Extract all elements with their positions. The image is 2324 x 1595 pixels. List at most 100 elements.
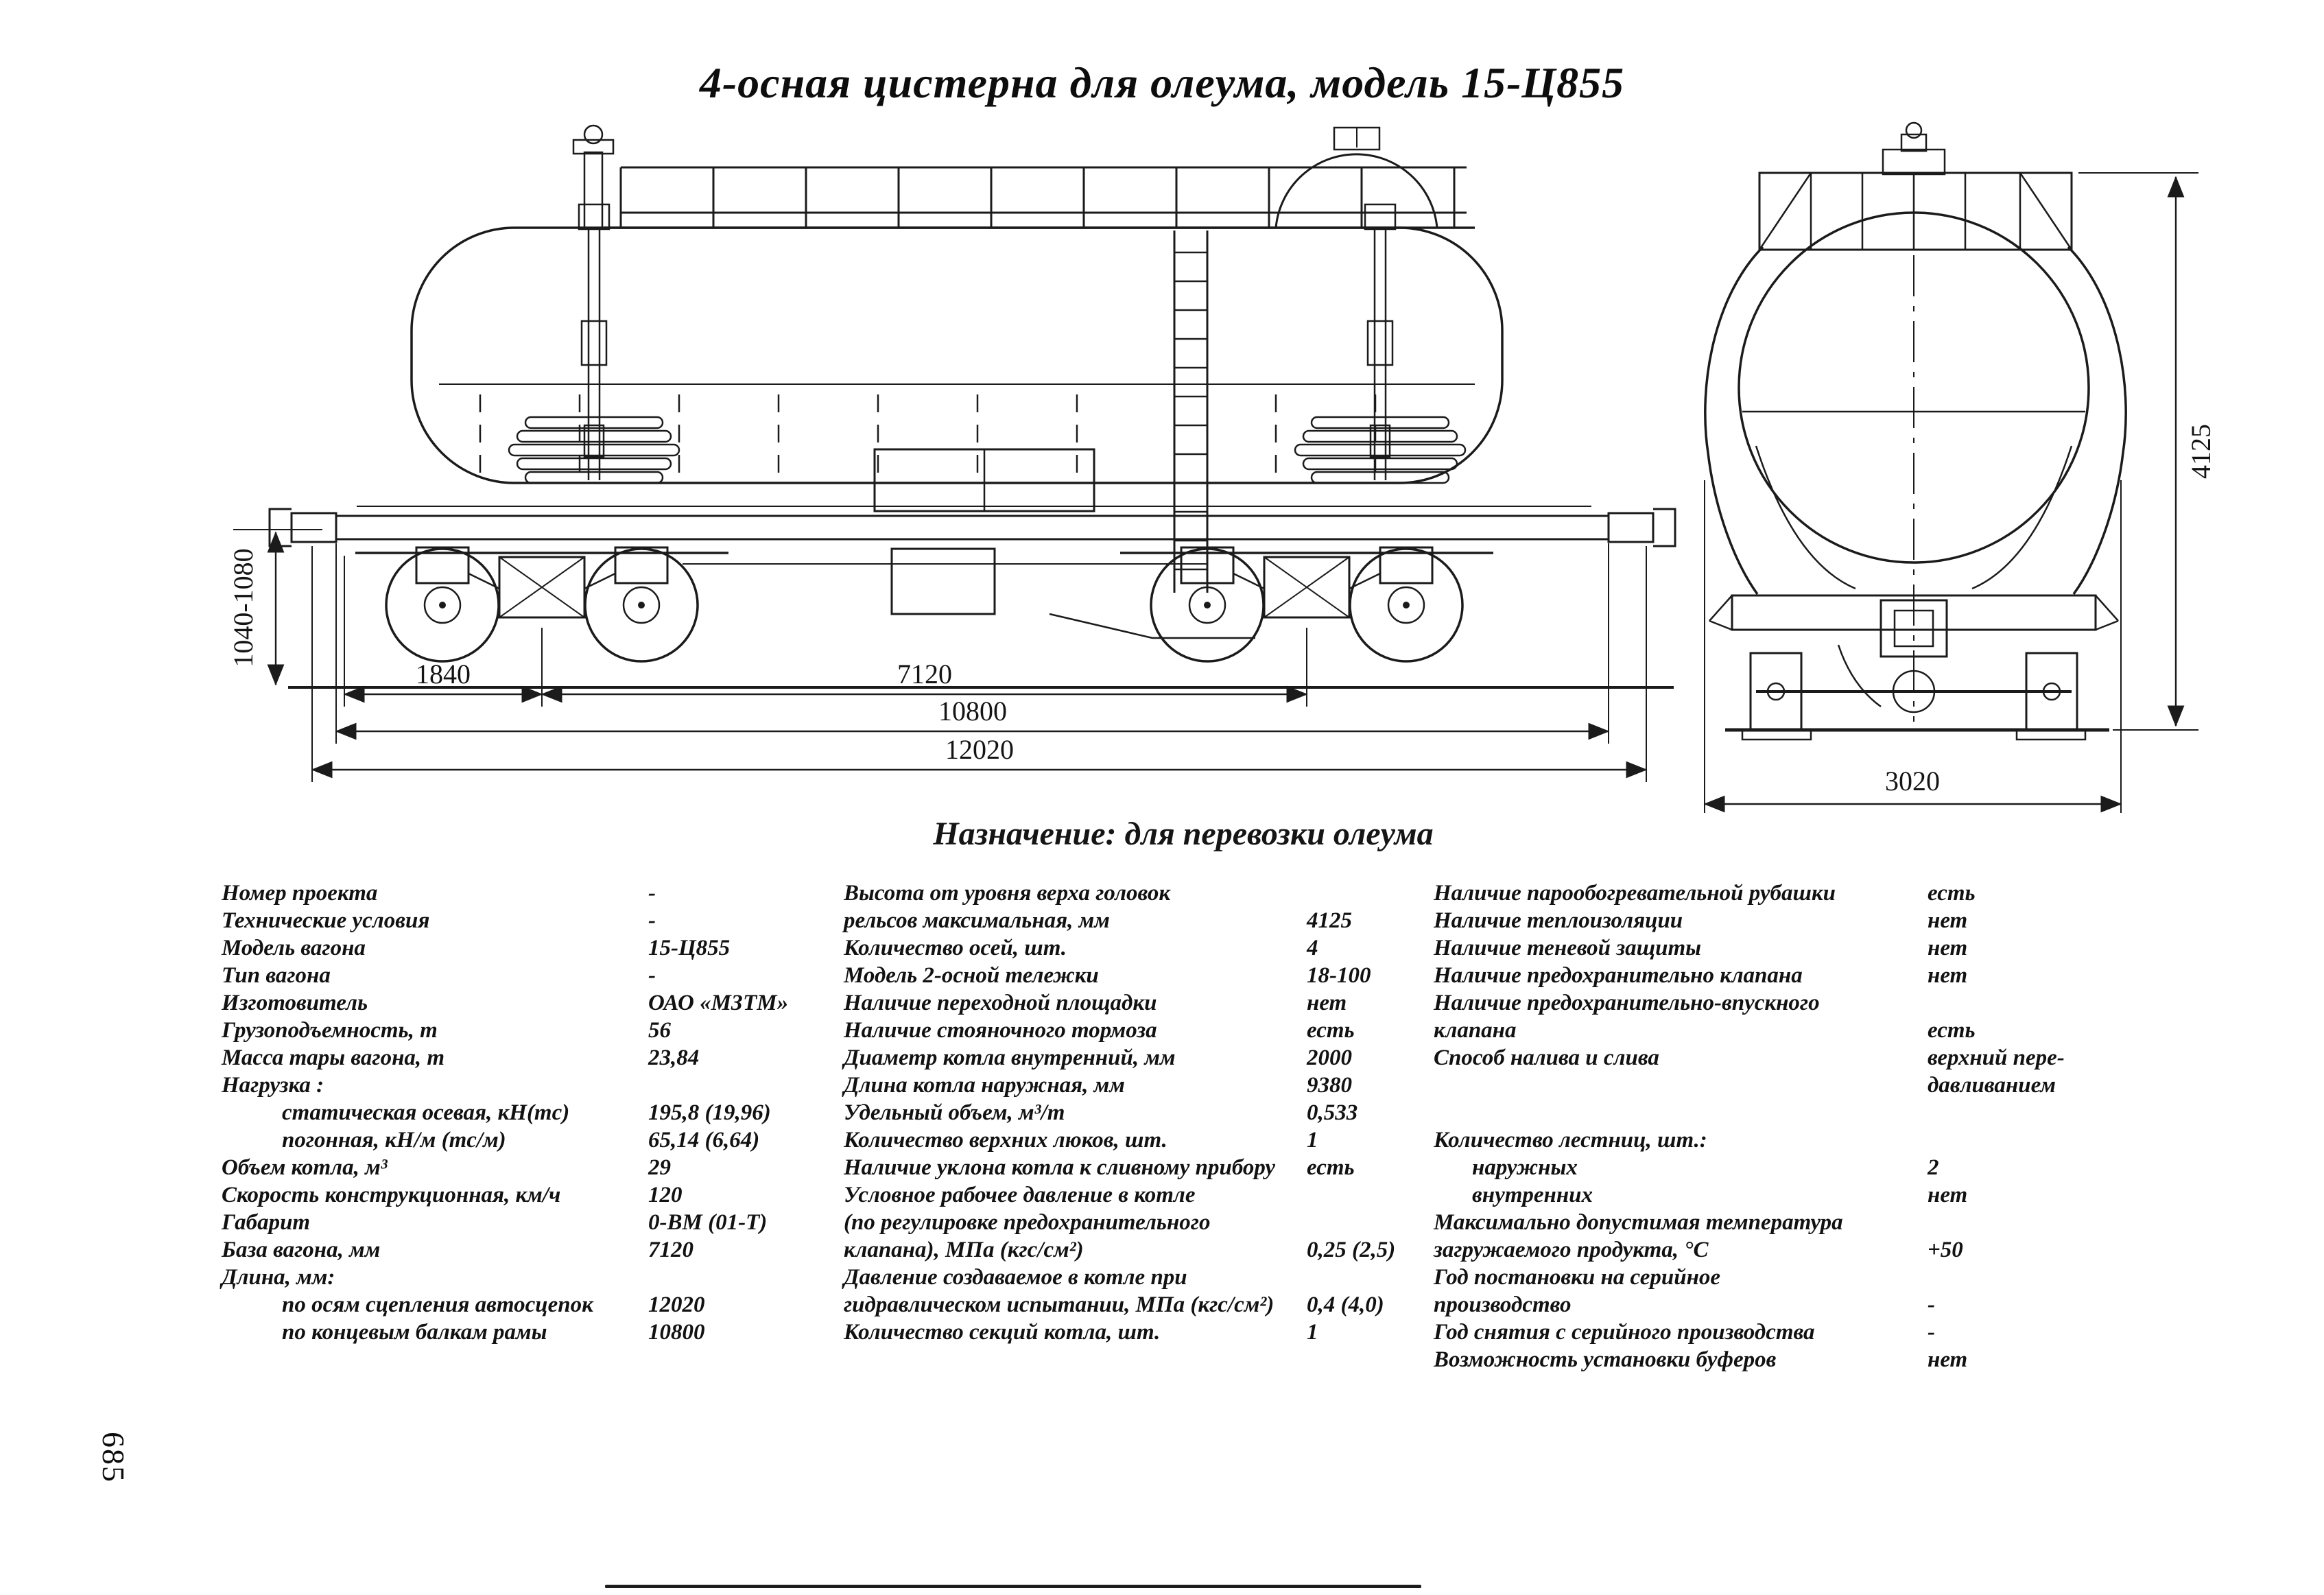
spec-label: погонная, кН/м (тс/м) <box>282 1128 506 1153</box>
dim-coupler-length: 12020 <box>945 734 1014 765</box>
purpose-caption: Назначение: для перевозки олеума <box>933 816 1434 852</box>
spec-row: погонная, кН/м (тс/м)65,14 (6,64) <box>222 1128 908 1155</box>
spec-row: Длина, мм: <box>222 1265 908 1292</box>
spec-label: Удельный объем, м³/т <box>844 1100 1065 1125</box>
spec-value: 120 <box>648 1183 683 1207</box>
spec-row: Тип вагона- <box>222 963 908 991</box>
spec-row: производство - <box>1434 1292 2298 1320</box>
spec-row: Год постановки на серийное <box>1434 1265 2298 1292</box>
spec-row: давливанием <box>1434 1073 2298 1100</box>
spec-label: Номер проекта <box>222 881 378 906</box>
spec-label: Год снятия с серийного производства <box>1434 1320 1815 1345</box>
spec-row: (по регулировке предохранительного <box>844 1210 1585 1238</box>
spec-row: статическая осевая, кН(тс)195,8 (19,96) <box>222 1100 908 1128</box>
spec-value: 195,8 (19,96) <box>648 1100 771 1125</box>
spec-label: гидравлическом испытании, МПа (кгс/см²) <box>844 1292 1274 1317</box>
spec-value: 23,84 <box>648 1045 700 1070</box>
spec-label: Способ налива и слива <box>1434 1045 1659 1070</box>
spec-value: нет <box>1307 991 1347 1015</box>
spec-label: рельсов максимальная, мм <box>844 908 1110 933</box>
spec-value: верхний пере- <box>1928 1045 2065 1070</box>
spec-value: - <box>648 881 656 906</box>
spec-row: Максимально допустимая температура <box>1434 1210 2298 1238</box>
spec-label: Количество осей, шт. <box>844 936 1067 960</box>
spec-row: загружаемого продукта, °С+50 <box>1434 1238 2298 1265</box>
spec-row: Технические условия- <box>222 908 908 936</box>
spec-value: 7120 <box>648 1238 693 1262</box>
spec-label: загружаемого продукта, °С <box>1434 1238 1709 1262</box>
spec-label: Высота от уровня верха головок <box>844 881 1171 906</box>
spec-label: по концевым балкам рамы <box>282 1320 547 1345</box>
spec-value: нет <box>1928 936 1968 960</box>
spec-label: Количество лестниц, шт.: <box>1434 1128 1707 1153</box>
spec-value: 29 <box>648 1155 671 1180</box>
dim-base: 7120 <box>897 659 952 689</box>
spec-value: 2000 <box>1307 1045 1352 1070</box>
spec-label: наружных <box>1472 1155 1578 1180</box>
spec-value: давливанием <box>1928 1073 2056 1098</box>
spec-label: (по регулировке предохранительного <box>844 1210 1211 1235</box>
spec-label: Наличие предохранительно-впускного <box>1434 991 1820 1015</box>
spec-label: Давление создаваемое в котле при <box>844 1265 1187 1290</box>
spec-row: Номер проекта - <box>222 881 908 908</box>
dim-frame-length: 10800 <box>938 696 1007 726</box>
spec-row: База вагона, мм 7120 <box>222 1238 908 1265</box>
spec-value: 0-ВМ (01-Т) <box>648 1210 768 1235</box>
spec-label: Габарит <box>222 1210 311 1235</box>
spec-row: Объем котла, м³ 29 <box>222 1155 908 1183</box>
spec-value: 4125 <box>1307 908 1352 933</box>
spec-row: клапана), МПа (кгс/см²)0,25 (2,5) <box>844 1238 1585 1265</box>
spec-value: 0,25 (2,5) <box>1307 1238 1396 1262</box>
spec-value: - <box>1928 1292 1935 1317</box>
dim-end-width: 3020 <box>1885 766 1940 796</box>
spec-label: База вагона, мм <box>222 1238 381 1262</box>
page-number: 685 <box>96 1432 131 1483</box>
page-title: 4-осная цистерна для олеума, модель 15-Ц… <box>699 58 1625 107</box>
spec-value: 4 <box>1307 936 1318 960</box>
spec-label: по осям сцепления автосцепок <box>282 1292 593 1317</box>
spec-value: есть <box>1307 1155 1355 1180</box>
spec-label: производство <box>1434 1292 1572 1317</box>
spec-label: клапана <box>1434 1018 1517 1043</box>
spec-label: Модель 2-осной тележки <box>844 963 1099 988</box>
spec-label: Длина, мм: <box>222 1265 335 1290</box>
side-view-dimensions: 1040-1080 1840 7120 10800 12020 <box>228 529 1648 782</box>
spec-value: - <box>648 963 656 988</box>
spec-row: Количество осей, шт. 4 <box>844 936 1585 963</box>
spec-value: есть <box>1928 881 1976 906</box>
spec-value: 18-100 <box>1307 963 1371 988</box>
spec-value: есть <box>1307 1018 1355 1043</box>
spec-label: Объем котла, м³ <box>222 1155 388 1180</box>
spec-label: внутренних <box>1472 1183 1593 1207</box>
spec-label: Возможность установки буферов <box>1434 1347 1777 1372</box>
spec-row: Масса тары вагона, т 23,84 <box>222 1045 908 1073</box>
spec-label: Год постановки на серийное <box>1434 1265 1721 1290</box>
spec-row: Способ налива и слива верхний пере- <box>1434 1045 2298 1073</box>
spec-label: Количество верхних люков, шт. <box>844 1128 1167 1153</box>
end-view-drawing <box>1704 121 2127 741</box>
dim-end-height: 4125 <box>2185 424 2216 479</box>
spec-value: нет <box>1928 1347 1968 1372</box>
spec-column-1: Номер проекта-Технические условия-Модель… <box>222 881 908 1347</box>
spec-row: Наличие предохранительно-впускного <box>1434 991 2298 1018</box>
spec-row: Высота от уровня верха головок <box>844 881 1585 908</box>
spec-label: Масса тары вагона, т <box>222 1045 445 1070</box>
spec-label: Диаметр котла внутренний, мм <box>844 1045 1176 1070</box>
end-view-dimensions: 4125 3020 <box>1703 172 2216 813</box>
spec-value: - <box>648 908 656 933</box>
spec-row: Нагрузка : <box>222 1073 908 1100</box>
